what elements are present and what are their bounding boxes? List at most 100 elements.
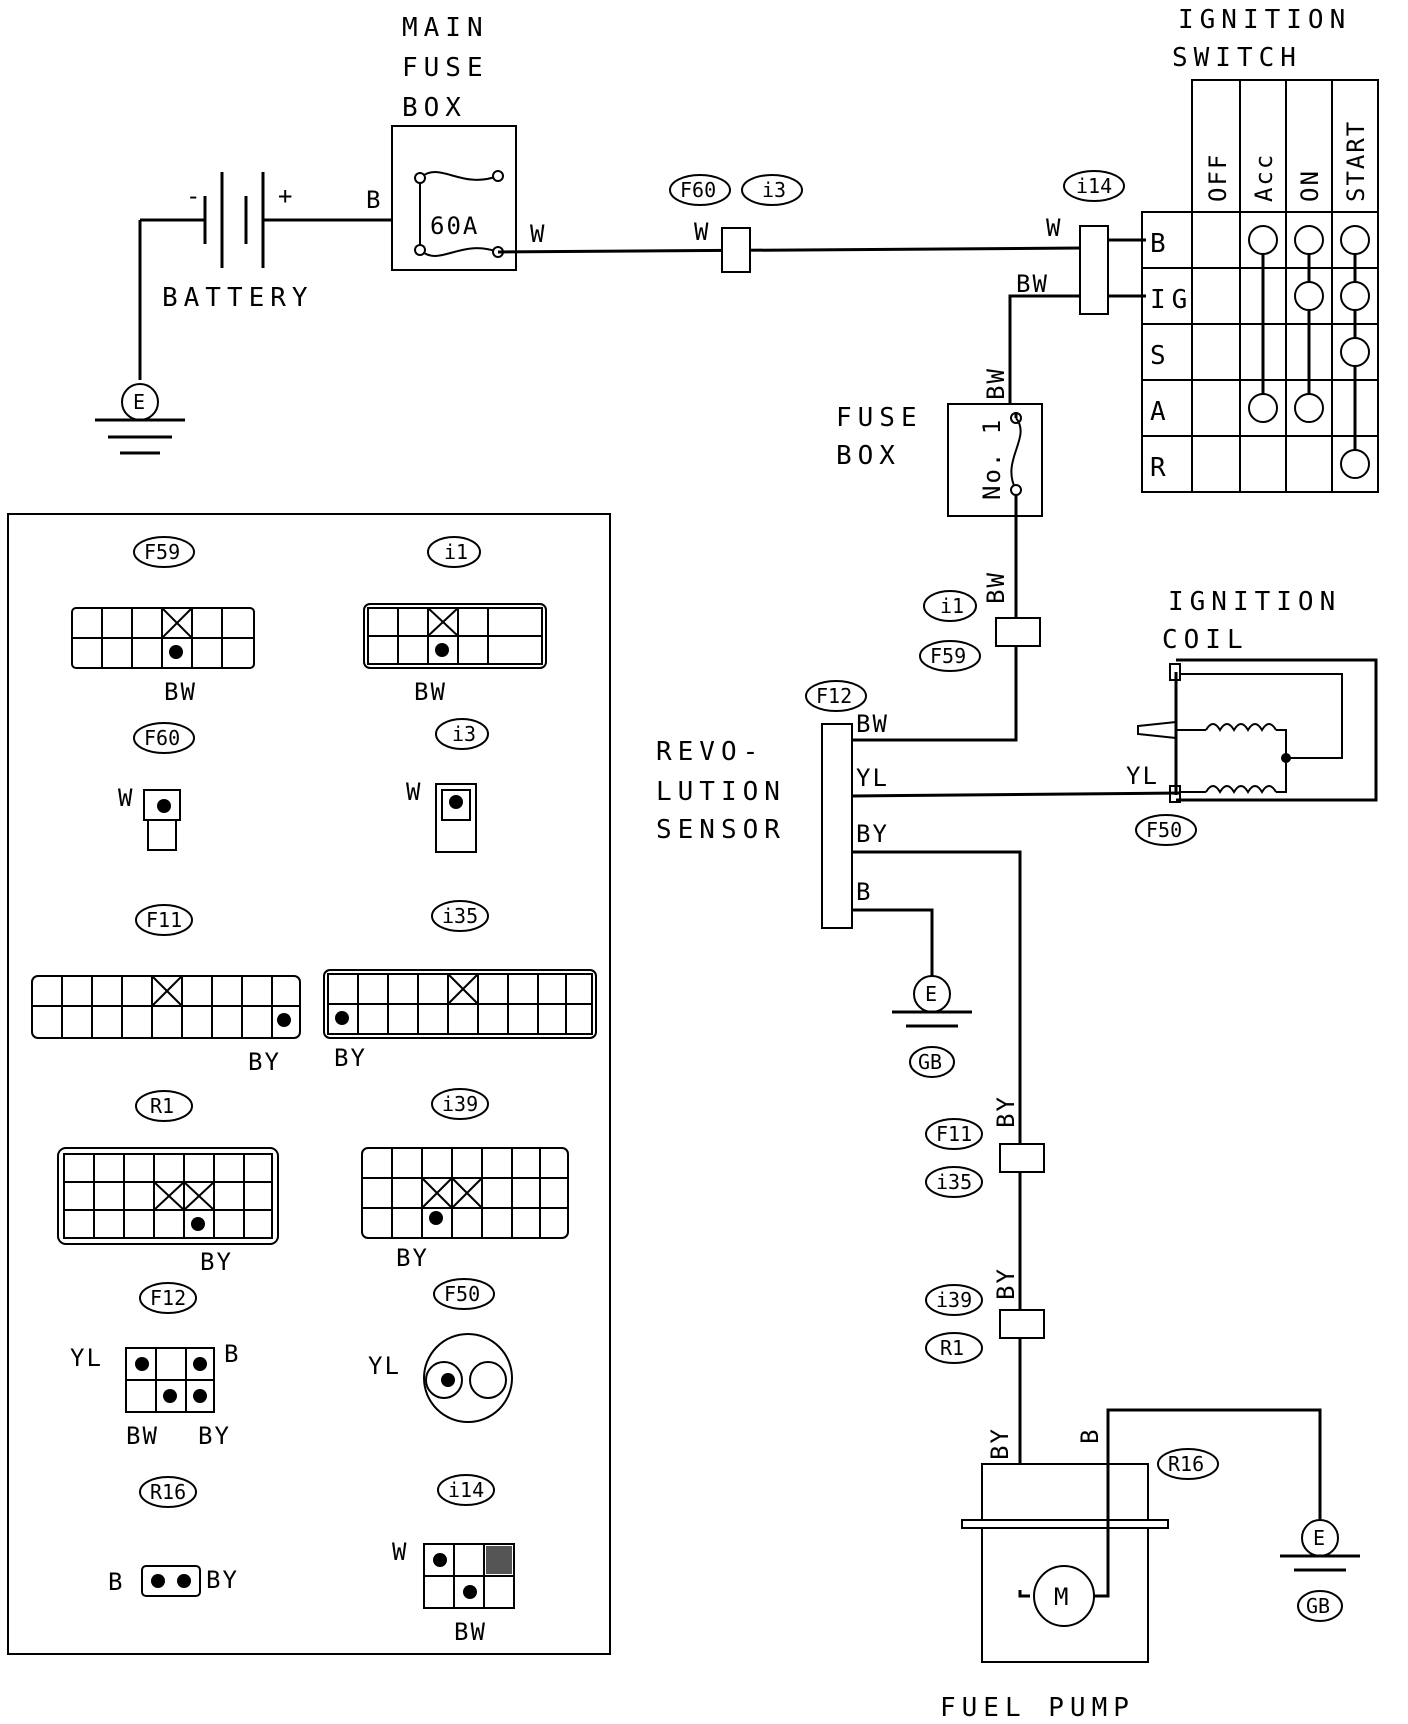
svg-text:i14: i14 [1076, 174, 1112, 198]
switch-row-r: R [1150, 453, 1172, 483]
svg-text:BY: BY [198, 1422, 231, 1450]
switch-col-start: START [1342, 120, 1370, 202]
svg-text:W: W [118, 784, 134, 812]
svg-text:BW: BW [414, 678, 447, 706]
fuse-no-label: No. 1 [978, 418, 1006, 500]
svg-text:R1: R1 [150, 1094, 174, 1118]
switch-contact [1340, 449, 1370, 479]
svg-text:BW: BW [454, 1618, 487, 1646]
svg-text:F60: F60 [680, 178, 716, 202]
wire-w-main: W [530, 220, 546, 248]
svg-text:BW: BW [126, 1422, 159, 1450]
svg-text:F60: F60 [144, 726, 180, 750]
main-fuse-label-2: FUSE [402, 53, 489, 83]
tag-i35: i35 [925, 1166, 983, 1198]
connector-face-f50: F50 YL [368, 1278, 513, 1423]
svg-text:R1: R1 [940, 1336, 964, 1360]
wire-bw-fuse-out: BW [982, 571, 1010, 604]
connector-f11-i35 [999, 1143, 1045, 1173]
main-fuse-label-3: BOX [402, 93, 467, 123]
switch-row-a: A [1150, 397, 1172, 427]
switch-contact [1340, 281, 1370, 311]
rev-sensor-label-1: REVO- [656, 737, 764, 767]
switch-col-acc: Acc [1250, 153, 1278, 202]
connector-f60-i3 [721, 227, 751, 273]
tag-r16: R16 [1157, 1448, 1219, 1480]
rev-sensor-earth: E GB [892, 975, 972, 1078]
connector-face-i35: i35 BY [323, 900, 597, 1072]
tag-i3: i3 [741, 174, 803, 206]
ignition-coil-label-2: COIL [1162, 625, 1249, 655]
svg-text:E: E [925, 982, 937, 1006]
connector-face-f60: F60 W [118, 722, 195, 851]
svg-text:R16: R16 [1168, 1452, 1204, 1476]
svg-text:i35: i35 [442, 904, 478, 928]
motor-label: M [1054, 1583, 1070, 1611]
battery-label: BATTERY [162, 283, 314, 313]
svg-text:i35: i35 [936, 1170, 972, 1194]
tag-i1: i1 [923, 590, 977, 622]
switch-contact [1294, 225, 1324, 255]
battery-minus: - [186, 182, 202, 210]
svg-text:YL: YL [70, 1344, 103, 1372]
main-fuse-label-1: MAIN [402, 13, 489, 43]
svg-text:i39: i39 [442, 1092, 478, 1116]
svg-text:i14: i14 [448, 1478, 484, 1502]
wire-w-i14: W [1046, 214, 1062, 242]
wire-yl-rev: YL [856, 764, 889, 792]
connector-face-r1: R1 BY [57, 1090, 279, 1276]
tag-f60: F60 [669, 174, 731, 206]
wire-by-pump: BY [986, 1427, 1014, 1460]
svg-text:R16: R16 [150, 1480, 186, 1504]
svg-text:BY: BY [248, 1048, 281, 1076]
tag-f50: F50 [1135, 814, 1197, 846]
tag-i14: i14 [1063, 170, 1125, 202]
fuse-box: FUSE BOX No. 1 BW [836, 367, 1043, 517]
svg-text:i39: i39 [936, 1288, 972, 1312]
svg-text:F59: F59 [930, 644, 966, 668]
svg-text:BY: BY [206, 1566, 239, 1594]
wire-w-f60: W [694, 218, 710, 246]
connector-panel [7, 513, 611, 1655]
svg-text:BY: BY [334, 1044, 367, 1072]
wire-bw-rev: BW [856, 710, 889, 738]
main-fuse-rating: 60A [430, 212, 479, 240]
connector-i14 [1079, 225, 1109, 315]
svg-text:i3: i3 [452, 722, 476, 746]
connector-i1-f59 [995, 617, 1041, 647]
connector-face-f11: F11 BY [31, 904, 301, 1076]
svg-text:B: B [224, 1340, 240, 1368]
svg-text:W: W [392, 1538, 408, 1566]
svg-text:GB: GB [918, 1050, 942, 1074]
svg-text:F50: F50 [444, 1282, 480, 1306]
switch-row-ig: IG [1150, 285, 1193, 315]
connector-face-i39: i39 BY [361, 1088, 569, 1272]
svg-text:B: B [108, 1568, 124, 1596]
switch-col-off: OFF [1204, 153, 1232, 202]
ignition-switch-label-2: SWITCH [1172, 43, 1302, 73]
svg-text:F12: F12 [150, 1286, 186, 1310]
battery: - + BATTERY [138, 172, 395, 380]
connector-face-i14: i14 W BW [392, 1474, 515, 1646]
fuel-pump-earth: E GB [1280, 1519, 1360, 1622]
svg-text:BY: BY [200, 1248, 233, 1276]
svg-text:BW: BW [164, 678, 197, 706]
connector-i39-r1 [999, 1309, 1045, 1339]
svg-text:F50: F50 [1146, 818, 1182, 842]
switch-contact [1248, 393, 1278, 423]
fuse-box-label-1: FUSE [836, 403, 923, 433]
tag-f59: F59 [919, 640, 981, 672]
svg-text:i3: i3 [762, 178, 786, 202]
revolution-sensor: REVO- LUTION SENSOR F12 BW YL BY B [656, 680, 889, 929]
tag-f11: F11 [925, 1118, 983, 1150]
main-fuse-box: MAIN FUSE BOX 60A B [366, 13, 517, 271]
connector-face-i3: i3 W [406, 718, 489, 853]
ignition-switch-label-1: IGNITION [1178, 5, 1351, 35]
svg-text:BY: BY [396, 1244, 429, 1272]
switch-contact [1294, 281, 1324, 311]
svg-text:F11: F11 [146, 908, 182, 932]
svg-text:i1: i1 [940, 594, 964, 618]
connector-face-i1: i1 BW [363, 536, 547, 706]
wire-bw-fuse-in: BW [982, 367, 1010, 400]
